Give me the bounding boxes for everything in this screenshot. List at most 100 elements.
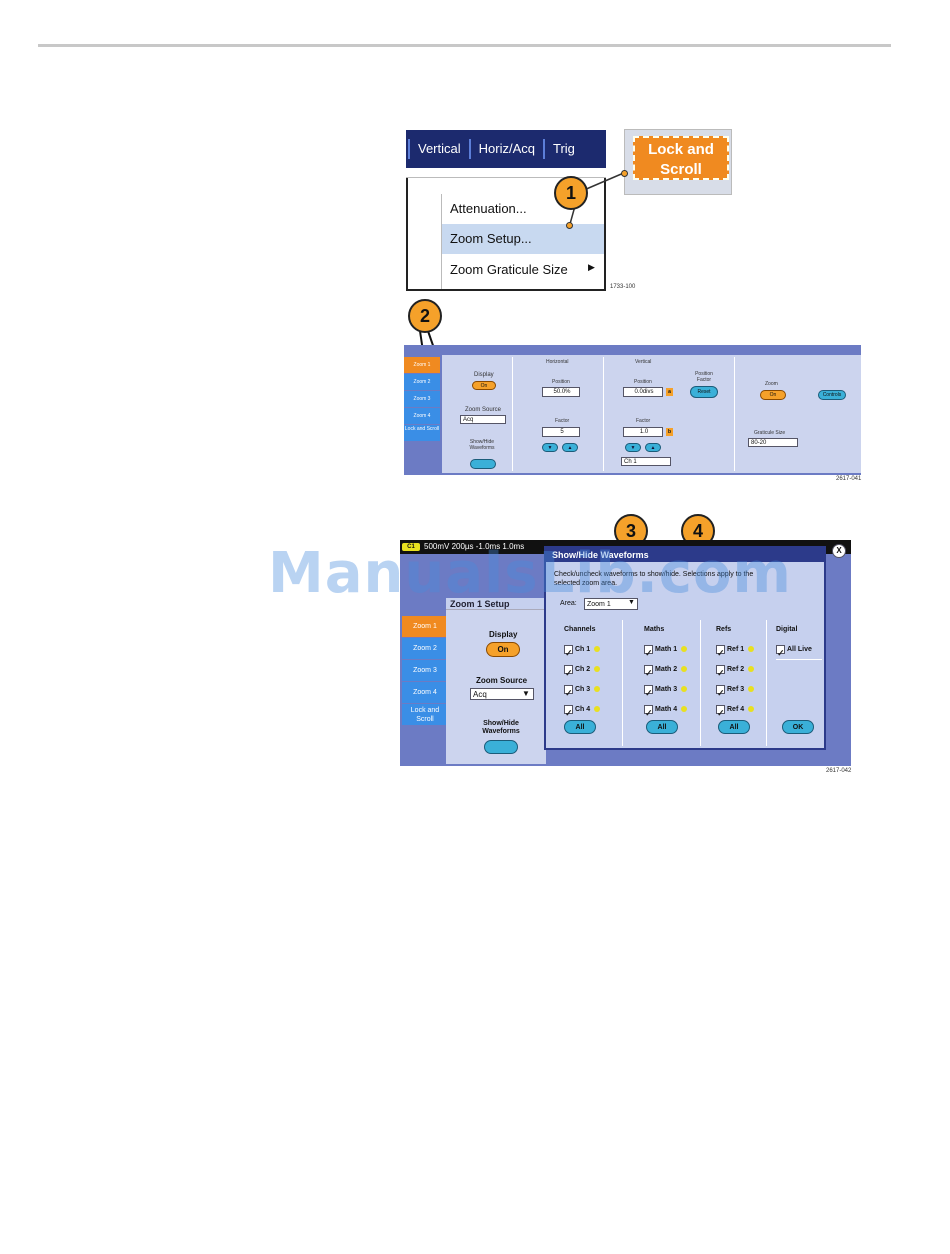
show-hide-waveforms-screen: 500mV 200µs -1.0ms 1.0ms C1 Zoom 1 Zoom … [400,540,851,766]
checkbox-label: Ch 4 [575,706,591,713]
waveform-toggle[interactable]: Ch 1 [564,640,624,663]
zoom-source-select[interactable]: Acq [460,415,506,424]
channels-header: Channels [564,626,596,633]
menu-trig[interactable]: Trig [543,139,575,159]
tab-zoom-2[interactable]: Zoom 2 [402,638,448,659]
checkbox[interactable] [644,663,653,683]
waveform-toggle[interactable]: Math 3 [644,680,704,703]
waveform-toggle[interactable]: Ref 4 [716,700,768,723]
callout-dot [566,222,573,229]
display-on-button[interactable]: On [472,381,496,390]
waveform-toggle[interactable]: Ref 3 [716,680,768,703]
dialog-instructions: Check/uncheck waveforms to show/hide. Se… [554,571,754,587]
checkbox[interactable] [644,703,653,723]
show-hide-dialog: Show/Hide Waveforms Check/uncheck wavefo… [544,546,826,750]
graticule-size-select[interactable]: 80-20 [748,438,798,447]
checkbox-label: All Live [787,646,812,653]
menu-item-attenuation[interactable]: Attenuation... [450,201,527,216]
checkbox[interactable] [776,643,785,663]
tab-zoom-4[interactable]: Zoom 4 [402,682,448,703]
tab-lock-scroll[interactable]: Lock and Scroll [404,425,440,441]
showhide-button[interactable] [470,459,496,469]
checkbox[interactable] [564,663,573,683]
v-factor-field[interactable]: 1.0 [623,427,663,437]
tab-zoom-3[interactable]: Zoom 3 [402,660,448,681]
tab-lock-scroll[interactable]: Lock and Scroll [402,704,448,725]
v-position-field[interactable]: 0.0divs [623,387,663,397]
submenu-arrow-icon: ▶ [588,262,595,272]
reset-button[interactable]: Reset [690,386,718,398]
zoom-on-button[interactable]: On [760,390,786,400]
waveform-toggle[interactable]: Math 1 [644,640,704,663]
figure-ref: 2617-041 [836,476,862,482]
v-factor-down-button[interactable]: ▼ [625,443,641,452]
status-led [748,666,755,673]
zoom-source-label: Zoom Source [465,407,502,413]
status-led [748,686,755,693]
status-led [594,686,601,693]
status-led [681,706,688,713]
area-select[interactable]: Zoom 1 [584,598,638,610]
display-on-button[interactable]: On [486,642,520,657]
ok-button[interactable]: OK [782,720,814,734]
lock-and-scroll-button[interactable]: Lock and Scroll [633,136,729,180]
tab-zoom-3[interactable]: Zoom 3 [404,391,440,407]
status-led [681,686,688,693]
v-channel-select[interactable]: Ch 1 [621,457,671,466]
tab-zoom-1[interactable]: Zoom 1 [404,357,440,373]
refs-all-button[interactable]: All [718,720,750,734]
menu-item-zoom-graticule-size[interactable]: Zoom Graticule Size [450,262,568,277]
graticule-size-label: Graticule Size [754,430,786,436]
waveform-toggle[interactable]: Ch 4 [564,700,624,723]
tab-zoom-4[interactable]: Zoom 4 [404,408,440,424]
dropdown-arrow-icon: ▼ [628,599,635,606]
waveform-toggle[interactable]: All Live [776,640,822,663]
h-factor-up-button[interactable]: ▲ [562,443,578,452]
callout-1: 1 [554,176,588,210]
zoom-setup-small: Zoom 1 Zoom 2 Zoom 3 Zoom 4 Lock and Scr… [404,345,861,475]
checkbox[interactable] [644,643,653,663]
separator [700,620,701,746]
v-factor-up-button[interactable]: ▲ [645,443,661,452]
zoom-tabs: Zoom 1 Zoom 2 Zoom 3 Zoom 4 Lock and Scr… [404,357,440,442]
checkbox[interactable] [716,683,725,703]
figure-ref: 1733-100 [610,284,636,290]
checkbox-label: Ref 1 [727,646,745,653]
checkbox[interactable] [564,703,573,723]
close-icon[interactable]: X [832,544,846,558]
zoom-source-select[interactable]: Acq [470,688,534,700]
showhide-button[interactable] [484,740,518,754]
menu-vertical[interactable]: Vertical [408,139,469,159]
v-position-label: Position [634,379,652,385]
waveform-toggle[interactable]: Math 2 [644,660,704,683]
checkbox[interactable] [644,683,653,703]
checkbox-label: Ref 2 [727,666,745,673]
checkbox[interactable] [564,643,573,663]
h-factor-field[interactable]: 5 [542,427,580,437]
area-label: Area: [560,600,577,607]
waveform-toggle[interactable]: Ref 1 [716,640,768,663]
checkbox[interactable] [716,703,725,723]
tab-zoom-1[interactable]: Zoom 1 [402,616,448,637]
menu-ruler [406,168,606,178]
tab-zoom-2[interactable]: Zoom 2 [404,374,440,390]
waveform-toggle[interactable]: Ch 3 [564,680,624,703]
display-label: Display [489,630,518,639]
waveform-toggle[interactable]: Ch 2 [564,660,624,683]
h-factor-down-button[interactable]: ▼ [542,443,558,452]
h-position-field[interactable]: 50.0% [542,387,580,397]
menu-horiz-acq[interactable]: Horiz/Acq [468,139,543,159]
channels-column: Channels Ch 1 Ch 2 Ch 3 Ch 4 [564,626,624,723]
status-led [594,706,601,713]
maths-all-button[interactable]: All [646,720,678,734]
menu-item-zoom-setup[interactable]: Zoom Setup... [442,224,604,254]
checkbox[interactable] [716,643,725,663]
controls-button[interactable]: Controls [818,390,846,400]
checkbox[interactable] [564,683,573,703]
waveform-toggle[interactable]: Math 4 [644,700,704,723]
checkbox[interactable] [716,663,725,683]
zoom-setup-panel: Display On Zoom Source Acq Show/Hide Wav… [442,355,861,473]
separator [622,620,623,746]
channels-all-button[interactable]: All [564,720,596,734]
waveform-toggle[interactable]: Ref 2 [716,660,768,683]
